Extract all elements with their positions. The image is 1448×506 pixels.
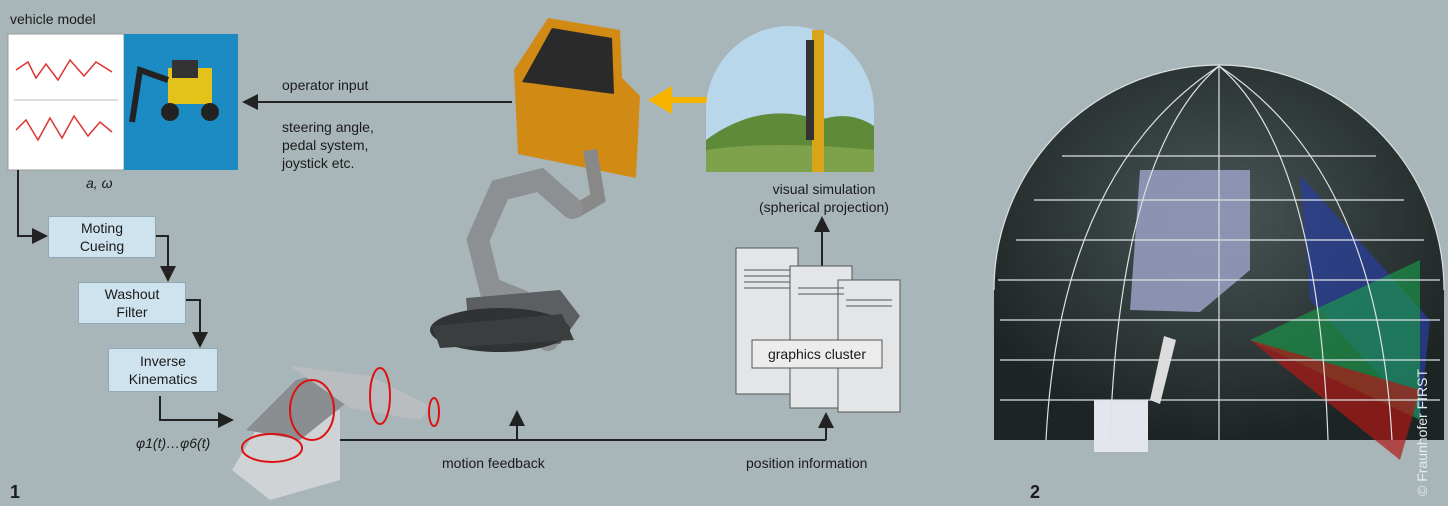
inverse-kinematics-block: Inverse Kinematics bbox=[108, 348, 218, 392]
operator-detail-3: joystick etc. bbox=[282, 155, 355, 171]
joint-angles-label: φ1(t)…φ6(t) bbox=[136, 435, 211, 451]
motion-feedback-label: motion feedback bbox=[442, 455, 545, 471]
acceleration-label: a, ω bbox=[86, 175, 113, 191]
operator-input-label: operator input bbox=[282, 77, 369, 93]
visual-simulation-label: visual simulation (spherical projection) bbox=[734, 180, 914, 216]
operator-details: steering angle, pedal system, joystick e… bbox=[282, 118, 374, 172]
visual-sim-line2: (spherical projection) bbox=[759, 199, 889, 215]
operator-detail-1: steering angle, bbox=[282, 119, 374, 135]
visual-simulation-image bbox=[706, 26, 874, 172]
visual-sim-line1: visual simulation bbox=[772, 181, 876, 197]
vehicle-model-label: vehicle model bbox=[10, 11, 96, 27]
robot-arm-image bbox=[430, 167, 583, 352]
washout-line2: Filter bbox=[116, 304, 148, 320]
washout-filter-block: Washout Filter bbox=[78, 282, 186, 324]
figure-number-2: 2 bbox=[1030, 482, 1041, 502]
inverse-kinematics-line1: Inverse bbox=[140, 353, 186, 369]
graphics-cluster-image bbox=[735, 247, 901, 413]
graphics-cluster-label: graphics cluster bbox=[767, 346, 867, 362]
moting-cueing-line1: Moting bbox=[80, 220, 124, 236]
washout-line1: Washout bbox=[104, 286, 160, 302]
moting-cueing-block: Moting Cueing bbox=[48, 216, 156, 258]
robot-model-image bbox=[232, 366, 440, 500]
inverse-kinematics-line2: Kinematics bbox=[128, 371, 198, 387]
operator-detail-2: pedal system, bbox=[282, 137, 369, 153]
vehicle-model-image bbox=[7, 33, 238, 171]
moting-cueing-line2: Cueing bbox=[79, 238, 125, 254]
dome-image bbox=[993, 64, 1445, 460]
figure-number-1: 1 bbox=[10, 482, 21, 502]
copyright-notice: © Fraunhofer FIRST bbox=[1414, 368, 1430, 496]
position-information-label: position information bbox=[746, 455, 868, 471]
